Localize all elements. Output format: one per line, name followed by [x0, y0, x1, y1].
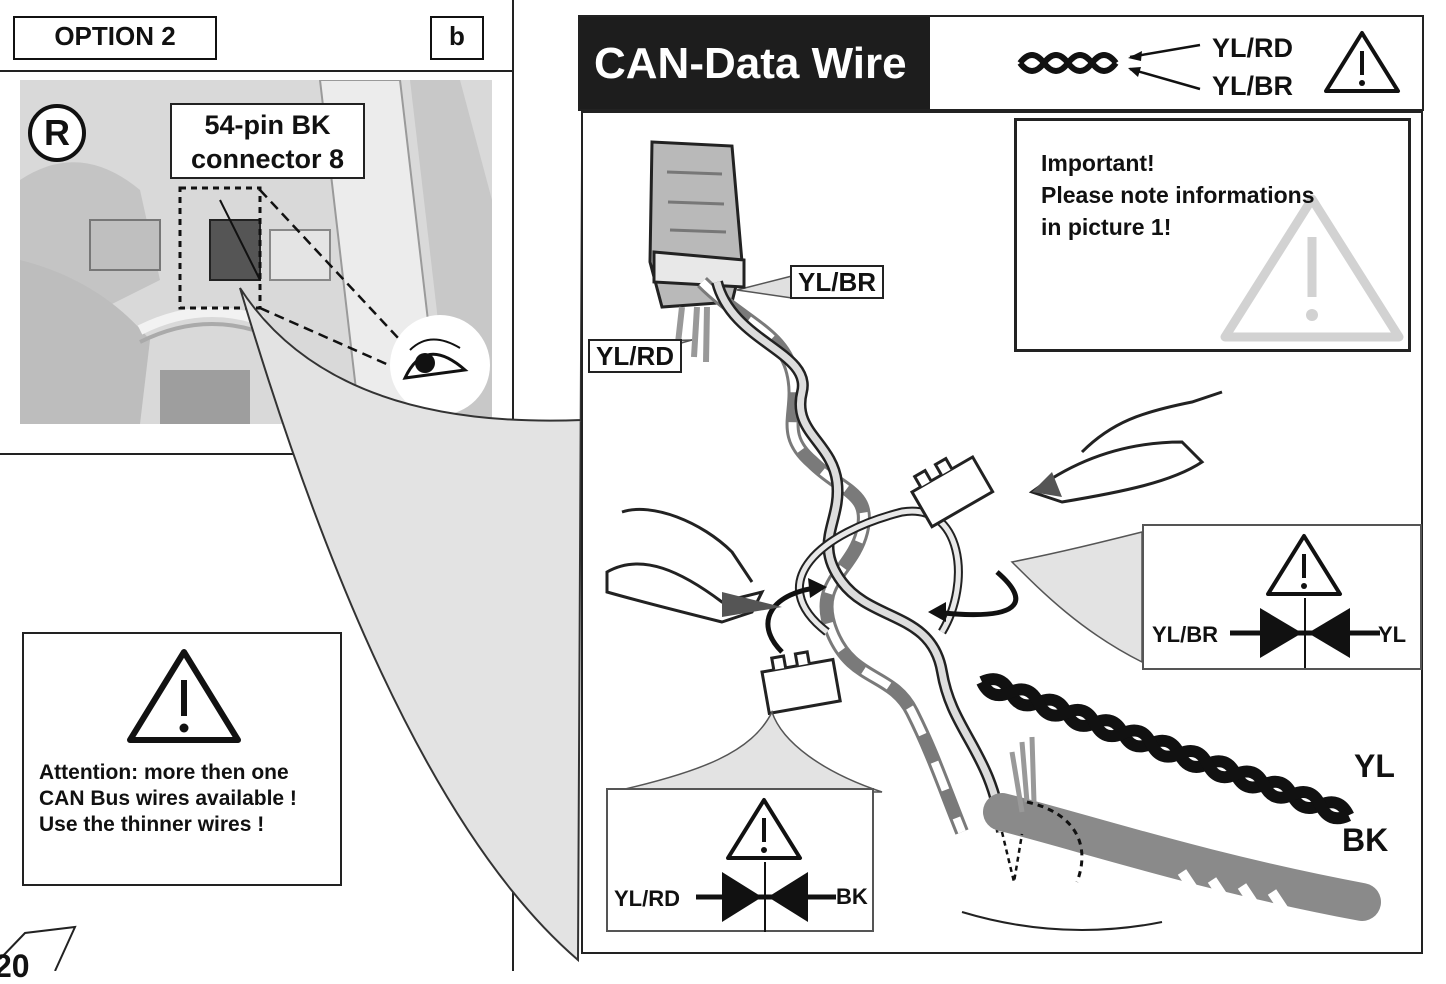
can-wire2-label: YL/BR [1212, 71, 1293, 101]
can-title: CAN-Data Wire [594, 39, 907, 88]
position-badge: R [28, 104, 86, 162]
harness-label-top: YL [1354, 748, 1395, 784]
connector-tag-top: YL/BR [790, 265, 884, 299]
warning-triangle-icon [127, 649, 241, 743]
connector-label: 54-pin BK connector 8 [170, 103, 365, 179]
important-box: Important! Please note informations in p… [1014, 118, 1411, 352]
connector-label-line2: connector 8 [190, 144, 345, 174]
page-number-tab [0, 925, 77, 971]
important-line3: in picture 1! [1041, 214, 1172, 240]
splice-detail-left: YL/RD BK [606, 788, 874, 932]
attention-line3: Use the thinner wires ! [39, 813, 265, 836]
splice-left-right-label: BK [836, 884, 868, 909]
splice-right-left-label: YL/BR [1152, 622, 1218, 647]
important-line1: Important! [1041, 150, 1155, 176]
connector-label-line1: 54-pin BK [204, 110, 331, 140]
warning-triangle-icon [726, 798, 802, 860]
splice-right-right-label: YL [1378, 622, 1407, 647]
splice-detail-right: YL/BR YL [1142, 524, 1422, 670]
top-left-rule [0, 70, 514, 72]
can-wire1-label: YL/RD [1212, 33, 1293, 63]
panel-letter: b [430, 16, 484, 60]
warning-triangle-watermark-icon [1220, 194, 1404, 342]
attention-line1: Attention: more then one [39, 761, 289, 784]
can-header: CAN-Data Wire YL/RD YL/BR [578, 15, 1424, 111]
page-number: 20 [0, 948, 30, 984]
important-line2: Please note informations [1041, 182, 1315, 208]
mid-left-rule [0, 453, 514, 455]
twisted-pair-icon [1017, 43, 1201, 91]
can-title-bg [580, 17, 930, 109]
option-label: OPTION 2 [13, 16, 217, 60]
splice-join-icon [696, 862, 836, 932]
splice-join-icon [1230, 598, 1380, 668]
warning-triangle-icon [1266, 534, 1342, 596]
harness-label-bottom: BK [1342, 822, 1389, 858]
warning-triangle-icon [1324, 31, 1400, 93]
position-badge-letter: R [44, 112, 70, 153]
attention-box: Attention: more then one CAN Bus wires a… [22, 632, 342, 886]
attention-line2: CAN Bus wires available ! [39, 787, 297, 810]
zoom-funnel [239, 101, 584, 963]
wiring-illustration [605, 140, 1381, 931]
splice-left-left-label: YL/RD [614, 886, 680, 911]
connector-tag-bottom: YL/RD [588, 339, 682, 373]
